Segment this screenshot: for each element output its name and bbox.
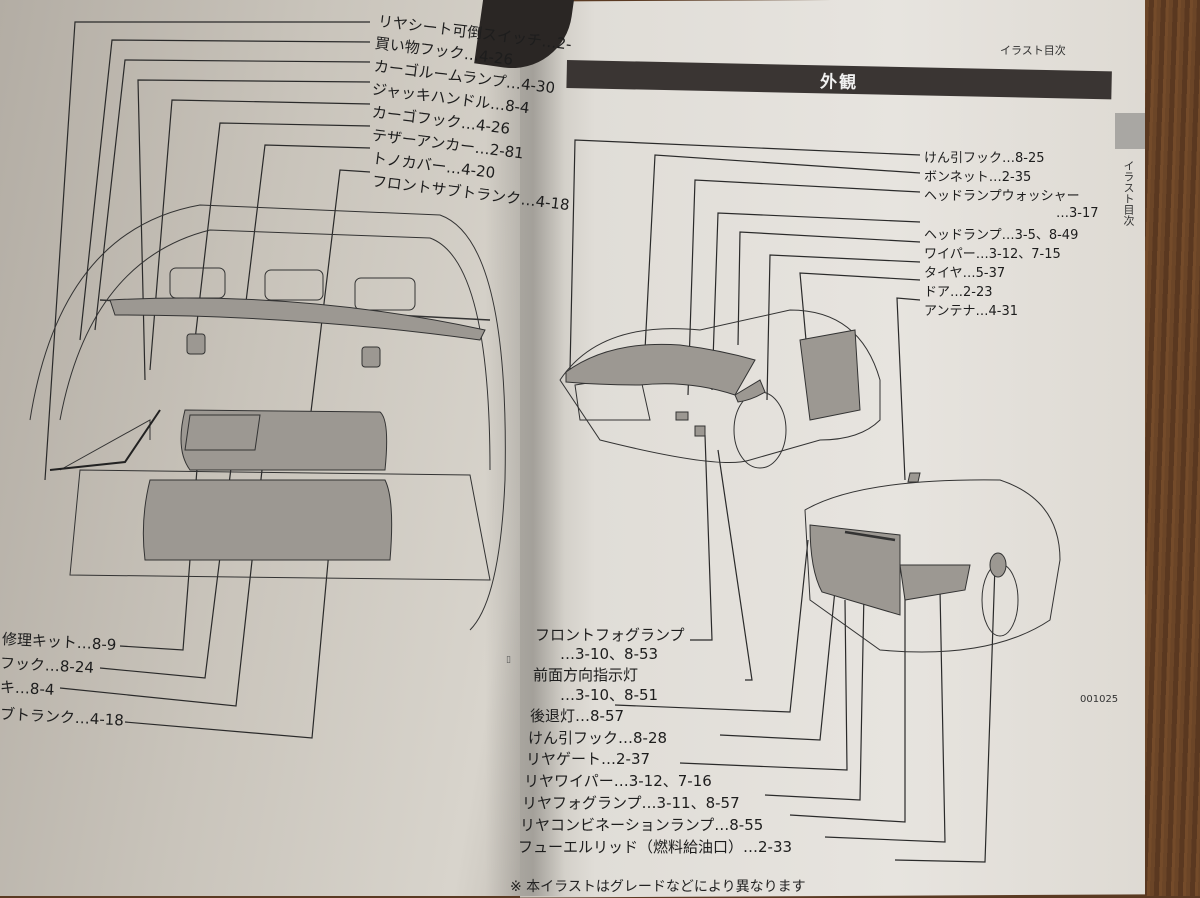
rear-gate bbox=[809, 524, 901, 616]
callout-rear-gate: リヤゲート…2-37 bbox=[526, 750, 651, 768]
callout-headlamp-washer-page: …3-17 bbox=[1056, 206, 1099, 221]
callout-front-fog-lamp: フロントフォグランプ bbox=[535, 626, 685, 644]
callout-front-turn-signal-pages: …3-10、8-51 bbox=[560, 686, 659, 704]
tonneau-cover bbox=[109, 297, 486, 341]
callout-antenna: アンテナ…4-31 bbox=[924, 304, 1018, 319]
door bbox=[799, 329, 861, 421]
highlighted-parts-left bbox=[109, 297, 486, 561]
callout-rear-fog-lamp: リヤフォグランプ…3-11、8-57 bbox=[522, 794, 740, 812]
callout-front-turn-signal: 前面方向指示灯 bbox=[533, 666, 639, 684]
callout-door: ドア…2-23 bbox=[924, 285, 993, 300]
jack-handle bbox=[49, 409, 161, 471]
callout-jack: キ…8-4 bbox=[0, 678, 55, 699]
headlamp bbox=[734, 379, 766, 403]
callout-tow-hook-front: けん引フック…8-25 bbox=[924, 151, 1045, 166]
callout-tow-hook-rear: けん引フック…8-28 bbox=[528, 729, 668, 747]
repair-kit bbox=[184, 414, 261, 451]
bonnet bbox=[565, 343, 756, 396]
rear-combination-lamp bbox=[899, 564, 971, 601]
highlighted-parts-rear bbox=[809, 472, 1007, 616]
book-spine bbox=[485, 0, 565, 896]
callout-bonnet: ボンネット…2-35 bbox=[924, 170, 1032, 185]
rear-wiper bbox=[844, 530, 896, 542]
section-title: 外観 bbox=[819, 71, 859, 93]
side-tab-label: イラスト目次 bbox=[1122, 160, 1135, 226]
front-fog-lamp bbox=[694, 425, 706, 437]
callout-rear-wiper: リヤワイパー…3-12、7-16 bbox=[524, 772, 712, 790]
cargo-hook-left bbox=[186, 333, 206, 355]
callout-wiper: ワイパー…3-12、7-15 bbox=[924, 247, 1061, 262]
cargo-hook-right bbox=[361, 346, 381, 368]
page-mark: ▯ bbox=[506, 655, 511, 665]
antenna bbox=[907, 472, 921, 483]
callout-headlamp: ヘッドランプ…3-5、8-49 bbox=[924, 228, 1079, 243]
footnote: ※ 本イラストはグレードなどにより異なります bbox=[510, 879, 806, 895]
figure-id: 001025 bbox=[1080, 694, 1119, 705]
index-tab[interactable] bbox=[1115, 113, 1145, 149]
callout-headlamp-washer: ヘッドランプウォッシャー bbox=[924, 189, 1080, 204]
callout-backup-lamp: 後退灯…8-57 bbox=[530, 707, 625, 725]
leader-lines-left-bottom bbox=[59, 429, 331, 739]
front-turn-signal bbox=[675, 411, 689, 421]
callout-fuel-lid: フューエルリッド（燃料給油口）…2-33 bbox=[518, 838, 793, 856]
front-sub-trunk bbox=[142, 479, 393, 561]
callout-rear-combination-lamp: リヤコンビネーションランプ…8-55 bbox=[520, 816, 764, 834]
header-label: イラスト目次 bbox=[1000, 44, 1066, 57]
wooden-table bbox=[1145, 0, 1200, 896]
highlighted-parts-front bbox=[565, 329, 861, 437]
fuel-lid bbox=[989, 552, 1007, 578]
callout-front-fog-lamp-pages: …3-10、8-53 bbox=[560, 645, 659, 663]
callout-tire: タイヤ…5-37 bbox=[924, 266, 1006, 281]
leader-lines-right-bottom bbox=[614, 434, 996, 863]
